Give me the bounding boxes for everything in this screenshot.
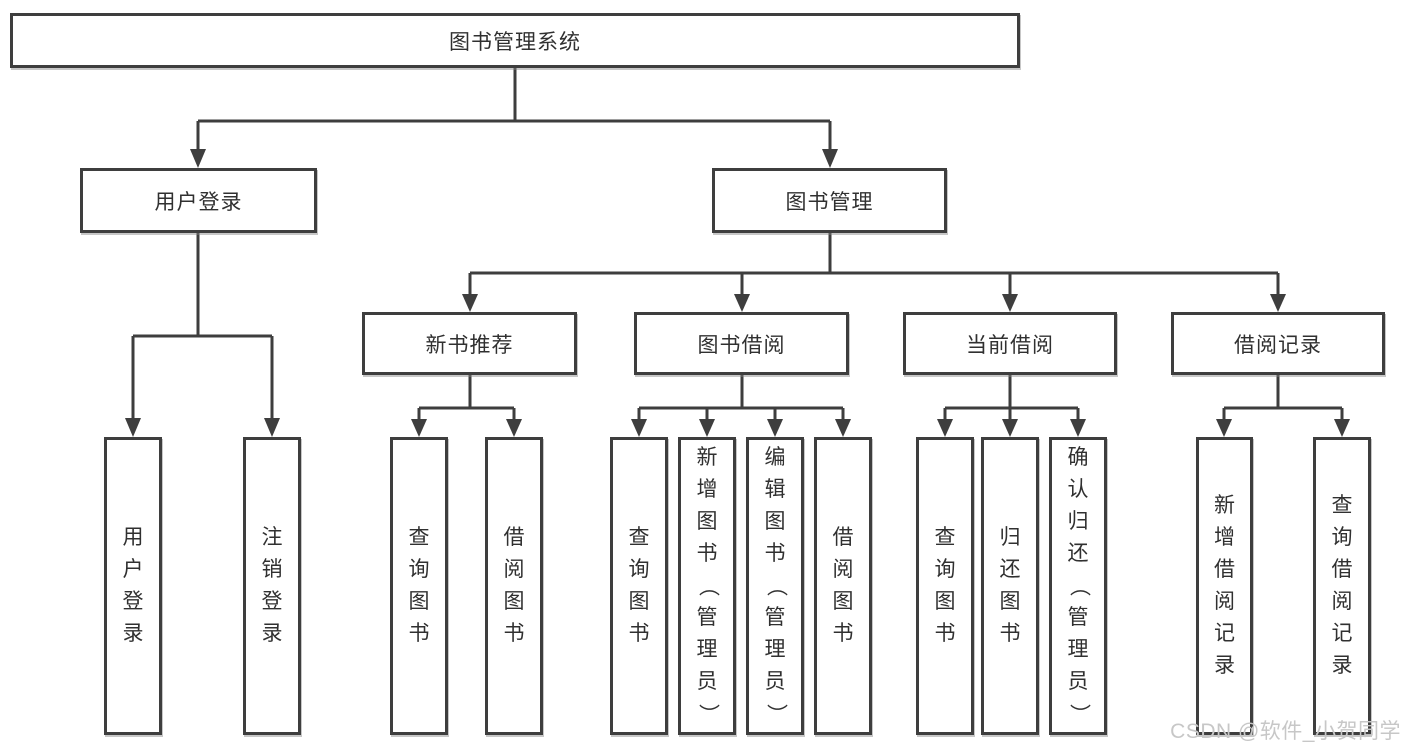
node-label-vertical: 查询图书	[628, 526, 650, 645]
csdn-watermark: CSDN @软件_小贺同学	[1170, 720, 1401, 743]
node-label: 借阅记录	[1234, 333, 1322, 357]
node-label: 新书推荐	[425, 333, 514, 357]
node-leaf-query-books-borrow: 查询图书	[610, 437, 668, 735]
node-leaf-add-books-admin: 新增图书（管理员）	[678, 437, 736, 735]
node-label: 用户登录	[154, 190, 243, 214]
node-label: 当前借阅	[966, 333, 1054, 357]
connector-borrow-record-to-leaves	[1216, 375, 1350, 437]
node-label-vertical: 借阅图书	[503, 526, 525, 645]
node-label-vertical: 查询借阅记录	[1331, 494, 1353, 677]
node-leaf-return-books: 归还图书	[981, 437, 1039, 735]
node-label-vertical: 用户登录	[122, 526, 144, 645]
node-user-login-branch: 用户登录	[80, 168, 317, 233]
node-leaf-add-borrow-record: 新增借阅记录	[1196, 437, 1253, 735]
connector-current-borrow-to-leaves	[937, 375, 1086, 437]
node-label-vertical: 注销登录	[261, 526, 283, 645]
node-label-vertical: 编辑图书（管理员）	[764, 446, 787, 725]
node-label-vertical: 归还图书	[999, 526, 1021, 645]
node-label-vertical: 借阅图书	[832, 526, 854, 645]
node-label: 图书管理系统	[449, 30, 581, 54]
node-borrow-record: 借阅记录	[1171, 312, 1385, 375]
node-root-system: 图书管理系统	[10, 13, 1020, 68]
node-leaf-user-login: 用户登录	[104, 437, 162, 735]
connector-root-to-level2	[190, 68, 838, 168]
node-leaf-edit-books-admin: 编辑图书（管理员）	[746, 437, 804, 735]
node-leaf-query-borrow-record: 查询借阅记录	[1313, 437, 1371, 735]
connector-book-borrow-to-leaves	[631, 375, 851, 437]
node-new-book-recommend: 新书推荐	[362, 312, 577, 375]
node-leaf-query-books-current: 查询图书	[916, 437, 974, 735]
node-leaf-borrow-books: 借阅图书	[814, 437, 872, 735]
node-leaf-borrow-books-recommend: 借阅图书	[485, 437, 543, 735]
connector-new-book-to-leaves	[411, 375, 522, 437]
node-leaf-confirm-return-admin: 确认归还（管理员）	[1049, 437, 1107, 735]
node-label-vertical: 确认归还（管理员）	[1067, 446, 1090, 725]
node-leaf-query-books-recommend: 查询图书	[390, 437, 448, 735]
node-book-borrow: 图书借阅	[634, 312, 849, 375]
node-label: 图书管理	[785, 190, 874, 214]
connector-user-login-to-leaves	[125, 233, 280, 437]
node-label-vertical: 新增借阅记录	[1214, 494, 1235, 677]
node-current-borrow: 当前借阅	[903, 312, 1117, 375]
connector-book-management-to-level3	[462, 233, 1286, 312]
node-label-vertical: 新增图书（管理员）	[696, 446, 719, 725]
node-label-vertical: 查询图书	[934, 526, 956, 645]
node-leaf-logout: 注销登录	[243, 437, 301, 735]
node-book-management-branch: 图书管理	[712, 168, 947, 233]
node-label-vertical: 查询图书	[408, 526, 430, 645]
node-label: 图书借阅	[697, 333, 786, 357]
